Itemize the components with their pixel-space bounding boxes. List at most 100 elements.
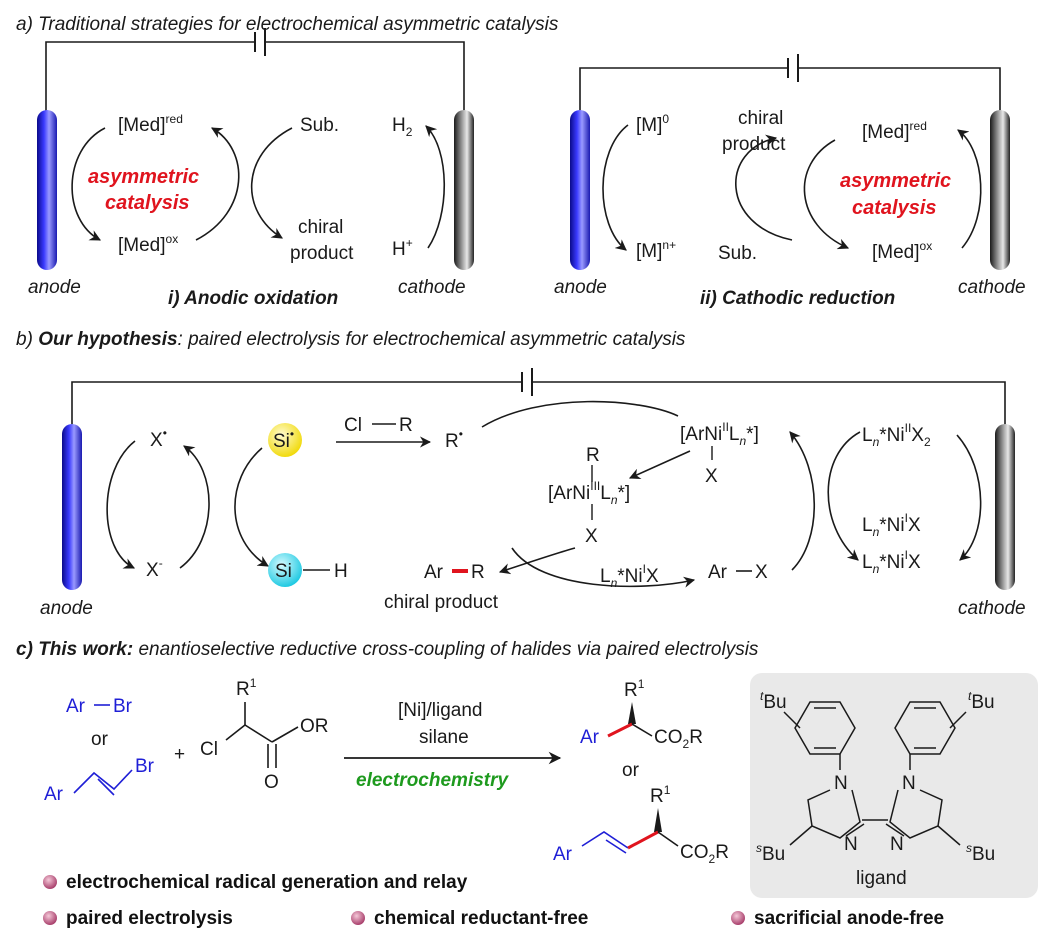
r-radical: R• xyxy=(445,427,463,452)
ar-r-r: R xyxy=(471,562,485,583)
si-radical: Si• xyxy=(273,427,294,452)
cathode-ni-arrow xyxy=(956,434,982,561)
ligand-structure xyxy=(783,701,967,846)
circuit-b xyxy=(71,368,1006,428)
chiral-product-label: chiral product xyxy=(384,592,499,613)
ni2-to-ni3-arrow xyxy=(628,450,691,479)
ligand-box xyxy=(750,673,1038,898)
ni3-x: X xyxy=(585,526,598,547)
ligand-n3: N xyxy=(844,834,858,855)
vinyl-double-bond xyxy=(97,778,115,796)
ni3-complex: [ArNiIIILn*] xyxy=(548,479,630,507)
ni1-formation-arrow xyxy=(511,547,696,588)
radical-capture-arc xyxy=(481,400,679,428)
condition-silane: silane xyxy=(419,727,469,748)
anodic-oxidation-caption: i) Anodic oxidation xyxy=(168,288,338,309)
prod1-new-bond xyxy=(607,722,633,738)
ligand-n2: N xyxy=(902,773,916,794)
sub-to-product-arrow xyxy=(250,127,293,239)
bullet-icon-1 xyxy=(43,875,57,889)
carbonyl-bond xyxy=(244,724,273,743)
prod2-ar: Ar xyxy=(553,844,573,865)
vinyl-br: Br xyxy=(135,756,155,777)
ligand-n4: N xyxy=(890,834,904,855)
sbu-left: sBu xyxy=(756,841,785,865)
prod2-alkene xyxy=(581,831,629,849)
plus-sign: + xyxy=(174,744,185,765)
si-radical-ball xyxy=(268,423,302,457)
med-red-label: [Med]red xyxy=(118,112,183,136)
section-a-label: a) Traditional strategies for electroche… xyxy=(16,14,559,35)
cathode-electrode xyxy=(454,110,474,270)
si-h-h: H xyxy=(334,561,348,582)
bullet-paired-electrolysis: paired electrolysis xyxy=(66,908,233,929)
med-ox-label-right: [Med]ox xyxy=(872,239,932,263)
x-return-arrow xyxy=(179,445,210,569)
si-hat-arrow xyxy=(234,447,269,567)
mn-label: [M]n+ xyxy=(636,238,676,262)
vinyl-chain xyxy=(73,769,133,794)
ni3-r: R xyxy=(586,445,600,466)
asymmetric-text-right: asymmetric xyxy=(840,170,951,192)
tbu-left: tBu xyxy=(760,689,787,713)
prod1-co2r: CO2R xyxy=(654,727,703,751)
arbr-ar: Ar xyxy=(66,696,86,717)
bullet-icon-4 xyxy=(731,911,745,925)
med-regeneration-arrow xyxy=(195,127,240,241)
condition-electrochemistry: electrochemistry xyxy=(356,770,510,791)
ester-bond xyxy=(271,726,299,743)
med-red-label-right: [Med]red xyxy=(862,119,927,143)
product-label: product xyxy=(290,243,354,264)
si-label: Si xyxy=(275,561,292,582)
bullet-radical-generation: electrochemical radical generation and r… xyxy=(66,872,468,893)
r1-label: R1 xyxy=(236,676,257,700)
condition-ni-ligand: [Ni]/ligand xyxy=(398,700,483,721)
vinyl-ar: Ar xyxy=(44,784,64,805)
or-2: or xyxy=(622,760,640,781)
oxygen-label: O xyxy=(264,772,279,793)
cathodic-reduction-caption: ii) Cathodic reduction xyxy=(700,288,895,309)
sub-label-right: Sub. xyxy=(718,243,757,264)
ar-x-ar: Ar xyxy=(708,562,728,583)
lnni1-b: Ln*NiIX xyxy=(862,548,921,576)
prod2-r1: R1 xyxy=(650,783,671,807)
bullet-icon-3 xyxy=(351,911,365,925)
prod2-double-bond xyxy=(605,839,627,854)
med-ox-label: [Med]ox xyxy=(118,232,178,256)
bullet-reductant-free: chemical reductant-free xyxy=(374,908,588,929)
cathode-label-b: cathode xyxy=(958,598,1026,619)
prod1-ar: Ar xyxy=(580,727,600,748)
hplus-label: H+ xyxy=(392,236,413,260)
ligand-caption: ligand xyxy=(856,868,907,889)
section-b-label: b) Our hypothesis: paired electrolysis f… xyxy=(16,329,686,350)
cl-bond xyxy=(225,724,246,741)
prod1-r1: R1 xyxy=(624,677,645,701)
anode-label-right: anode xyxy=(554,277,607,298)
sub-to-chiral-arrow xyxy=(735,134,793,241)
m-oxidation-arrow xyxy=(602,124,629,251)
ar-r-ar: Ar xyxy=(424,562,444,583)
catalysis-text-right: catalysis xyxy=(852,197,937,219)
chiral-label-right: chiral xyxy=(738,108,783,129)
right-phenyl-ring xyxy=(894,701,956,755)
ni2-complex: [ArNiIILn*] xyxy=(680,420,759,448)
oxidative-addition-arrow xyxy=(789,431,815,571)
bullet-icon-2 xyxy=(43,911,57,925)
anode-electrode-b xyxy=(62,424,82,590)
or-1: or xyxy=(91,729,109,750)
circuit-a-left xyxy=(45,28,465,112)
x-oxidation-arrow xyxy=(106,440,136,569)
lnni1-a: Ln*NiIX xyxy=(862,511,921,539)
x-anion: X- xyxy=(146,556,163,581)
prod1-wedge xyxy=(628,702,636,724)
cathode-electrode-right xyxy=(990,110,1010,270)
asymmetric-text: asymmetric xyxy=(88,166,199,188)
product-label-right: product xyxy=(722,134,786,155)
anode-electrode-right xyxy=(570,110,590,270)
reductive-elimination-arrow xyxy=(498,547,576,575)
sub-label: Sub. xyxy=(300,115,339,136)
catalysis-text: catalysis xyxy=(105,192,190,214)
cl-label: Cl xyxy=(344,415,362,436)
tbu-right: tBu xyxy=(968,689,995,713)
